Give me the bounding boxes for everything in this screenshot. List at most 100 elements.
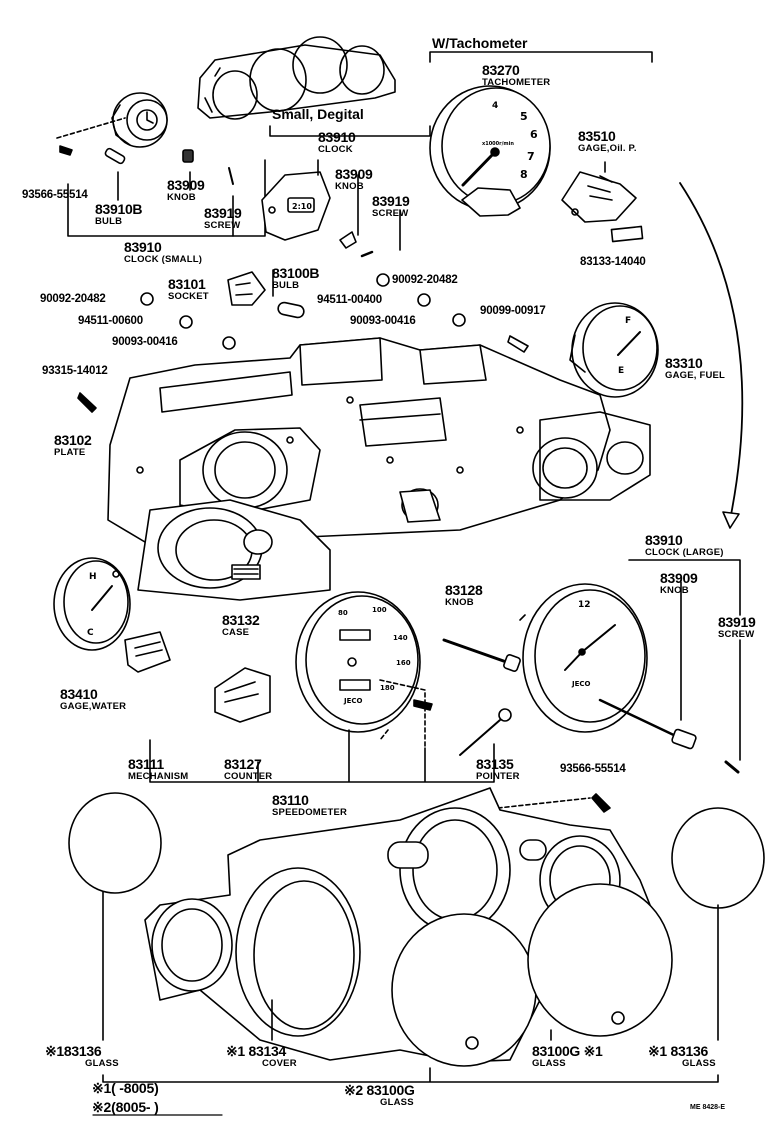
note-serial-1: ※1( -8005) bbox=[92, 1080, 159, 1096]
svg-text:4: 4 bbox=[492, 101, 498, 111]
speedo-brand-label: JECO bbox=[344, 697, 363, 705]
screw-icon bbox=[507, 335, 529, 353]
bracket-line bbox=[102, 1067, 719, 1083]
large-clock-dial bbox=[519, 583, 648, 733]
small-clock-body bbox=[111, 92, 168, 148]
glass-right bbox=[671, 807, 765, 909]
leader-lines bbox=[117, 171, 234, 237]
knob-icon bbox=[182, 149, 194, 163]
screw-icon bbox=[360, 250, 374, 258]
svg-text:5: 5 bbox=[520, 110, 528, 123]
tachometer-group-heading: W/Tachometer bbox=[432, 35, 528, 51]
leader-lines bbox=[317, 159, 401, 251]
speedometer-dial: 80 100 140 160 180 bbox=[295, 591, 421, 733]
svg-text:180: 180 bbox=[380, 684, 395, 692]
glass-left bbox=[68, 792, 162, 894]
screw-icon bbox=[228, 167, 234, 185]
nut-icon bbox=[376, 273, 390, 287]
leader-dashed bbox=[56, 117, 126, 139]
partnum-90093-left: 90093-00416 bbox=[112, 336, 178, 348]
clock-twelve-label: 12 bbox=[578, 600, 591, 610]
nut-icon bbox=[179, 315, 193, 329]
plate-frame bbox=[107, 337, 651, 546]
screw-icon bbox=[59, 145, 73, 156]
svg-text:140: 140 bbox=[393, 634, 408, 642]
leader-dashed bbox=[497, 797, 591, 809]
socket-icon bbox=[227, 271, 266, 306]
arrow-line bbox=[679, 182, 744, 521]
partnum-90093-right: 90093-00416 bbox=[350, 315, 416, 327]
oil-gage-body bbox=[561, 171, 637, 223]
water-gage-connector-icon bbox=[124, 631, 171, 673]
svg-text:80: 80 bbox=[338, 609, 348, 617]
svg-text:100: 100 bbox=[372, 606, 387, 614]
knob-icon bbox=[503, 654, 521, 672]
partnum-83133: 83133-14040 bbox=[580, 256, 646, 268]
fuel-gage-dial bbox=[569, 302, 659, 398]
bulb-icon bbox=[104, 147, 126, 165]
partnum-93566-bottom: 93566-55514 bbox=[560, 763, 626, 775]
bulb-icon bbox=[277, 301, 305, 319]
partnum-90092-right: 90092-20482 bbox=[392, 274, 458, 286]
mechanism-part bbox=[214, 667, 271, 723]
fuel-empty-label: E bbox=[618, 366, 625, 376]
svg-text:6: 6 bbox=[530, 128, 538, 141]
arrow-head-icon bbox=[722, 511, 740, 529]
screw-icon bbox=[77, 392, 97, 413]
nut-icon bbox=[417, 293, 431, 307]
partnum-94511-right: 94511-00400 bbox=[317, 294, 382, 306]
clock-brand-label: JECO bbox=[572, 680, 591, 688]
glass-center-left bbox=[391, 913, 537, 1067]
small-meter-housing bbox=[197, 36, 396, 120]
water-gage-dial bbox=[53, 557, 131, 651]
bracket-line bbox=[149, 729, 495, 783]
water-hot-label: H bbox=[89, 572, 97, 582]
nut-icon bbox=[140, 292, 154, 306]
tachometer-dial: 5 6 7 8 4 x1000r/min bbox=[429, 85, 551, 217]
nut-icon bbox=[452, 313, 466, 327]
water-cold-label: C bbox=[87, 628, 94, 638]
screw-icon bbox=[591, 793, 611, 813]
knob-rod bbox=[598, 698, 682, 740]
case-frame bbox=[137, 499, 331, 601]
svg-text:2:10: 2:10 bbox=[292, 202, 312, 211]
note-serial-2: ※2(8005- ) bbox=[92, 1099, 159, 1115]
nut-icon bbox=[222, 336, 236, 350]
knob-rod bbox=[442, 638, 514, 666]
svg-text:8: 8 bbox=[520, 168, 528, 181]
svg-text:7: 7 bbox=[527, 150, 535, 163]
partnum-93566-top: 93566-55514 bbox=[22, 189, 88, 201]
partnum-90099: 90099-00917 bbox=[480, 305, 546, 317]
partnum-90092-left: 90092-20482 bbox=[40, 293, 106, 305]
leader-dashed bbox=[379, 679, 426, 749]
glass-center-right bbox=[527, 883, 673, 1037]
pointer-needle bbox=[459, 719, 501, 756]
svg-text:160: 160 bbox=[396, 659, 411, 667]
pointer-hub bbox=[498, 708, 512, 722]
knob-icon bbox=[671, 728, 697, 750]
